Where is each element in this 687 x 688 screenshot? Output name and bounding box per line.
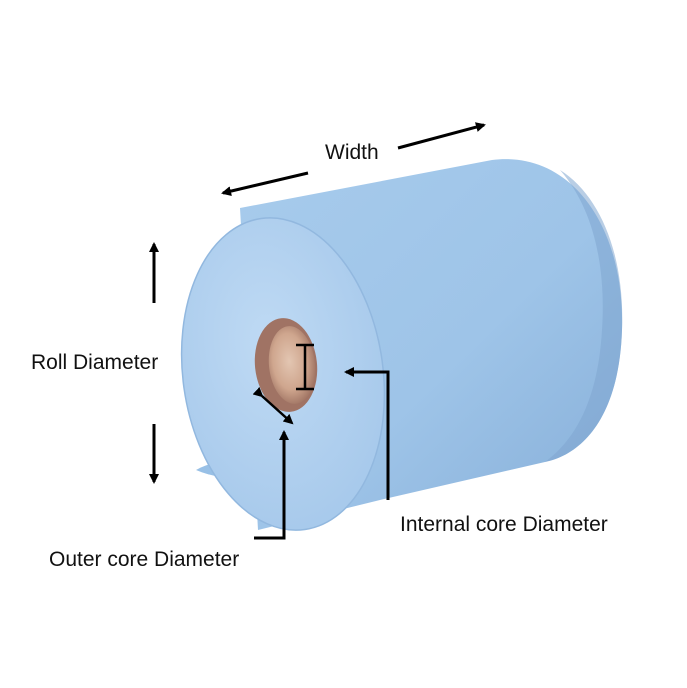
width-arrow-left [221, 171, 309, 197]
outer-core-leader [254, 430, 289, 540]
roll-body-shadow [545, 170, 623, 462]
internal-core-diameter-marker [296, 343, 314, 391]
width-arrow-right [397, 122, 486, 150]
roll-diameter-label: Roll Diameter [31, 351, 159, 374]
internal-core-leader [344, 367, 390, 500]
internal-core-diameter-label: Internal core Diameter [400, 513, 608, 536]
outer-core-diameter-label: Outer core Diameter [49, 548, 240, 571]
outer-core-diameter-arrow [252, 386, 294, 425]
width-label: Width [325, 141, 379, 164]
